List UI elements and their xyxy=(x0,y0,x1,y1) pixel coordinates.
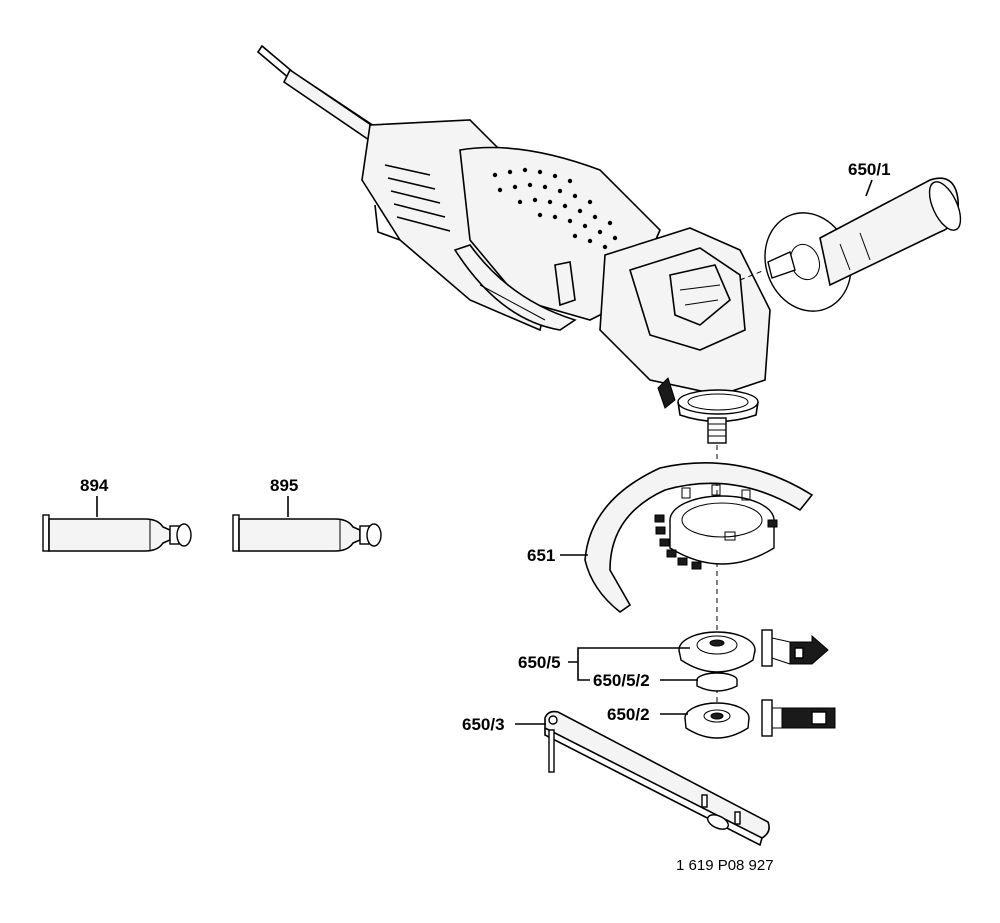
side-handle xyxy=(764,177,962,312)
flange-section-icon xyxy=(761,629,829,667)
vent-slots xyxy=(384,164,451,232)
guard-teeth xyxy=(654,514,778,570)
grip-dots xyxy=(492,167,623,256)
label-side-handle: 650/1 xyxy=(848,160,891,179)
label-flange-ring: 650/5/2 xyxy=(593,671,650,690)
leader-side-handle xyxy=(865,179,873,197)
grease-tube-894 xyxy=(42,514,192,552)
angle-grinder-body xyxy=(256,44,771,444)
label-894: 894 xyxy=(80,476,109,495)
grease-tube-895 xyxy=(232,514,382,552)
nut-section-icon xyxy=(761,699,836,737)
clamping-nut xyxy=(684,702,750,739)
inner-flange xyxy=(678,631,756,673)
wheel-guard xyxy=(584,462,814,613)
label-spanner: 650/3 xyxy=(462,715,505,734)
label-clamping-nut: 650/2 xyxy=(607,705,650,724)
label-flange-assembly: 650/5 xyxy=(518,653,561,672)
document-number: 1 619 P08 927 xyxy=(676,857,774,874)
flange-ring xyxy=(696,672,738,692)
label-guard: 651 xyxy=(527,546,555,565)
label-895: 895 xyxy=(270,476,298,495)
handle-axis xyxy=(739,269,766,281)
leader-flange-assembly xyxy=(568,647,690,681)
pin-spanner xyxy=(544,710,770,847)
